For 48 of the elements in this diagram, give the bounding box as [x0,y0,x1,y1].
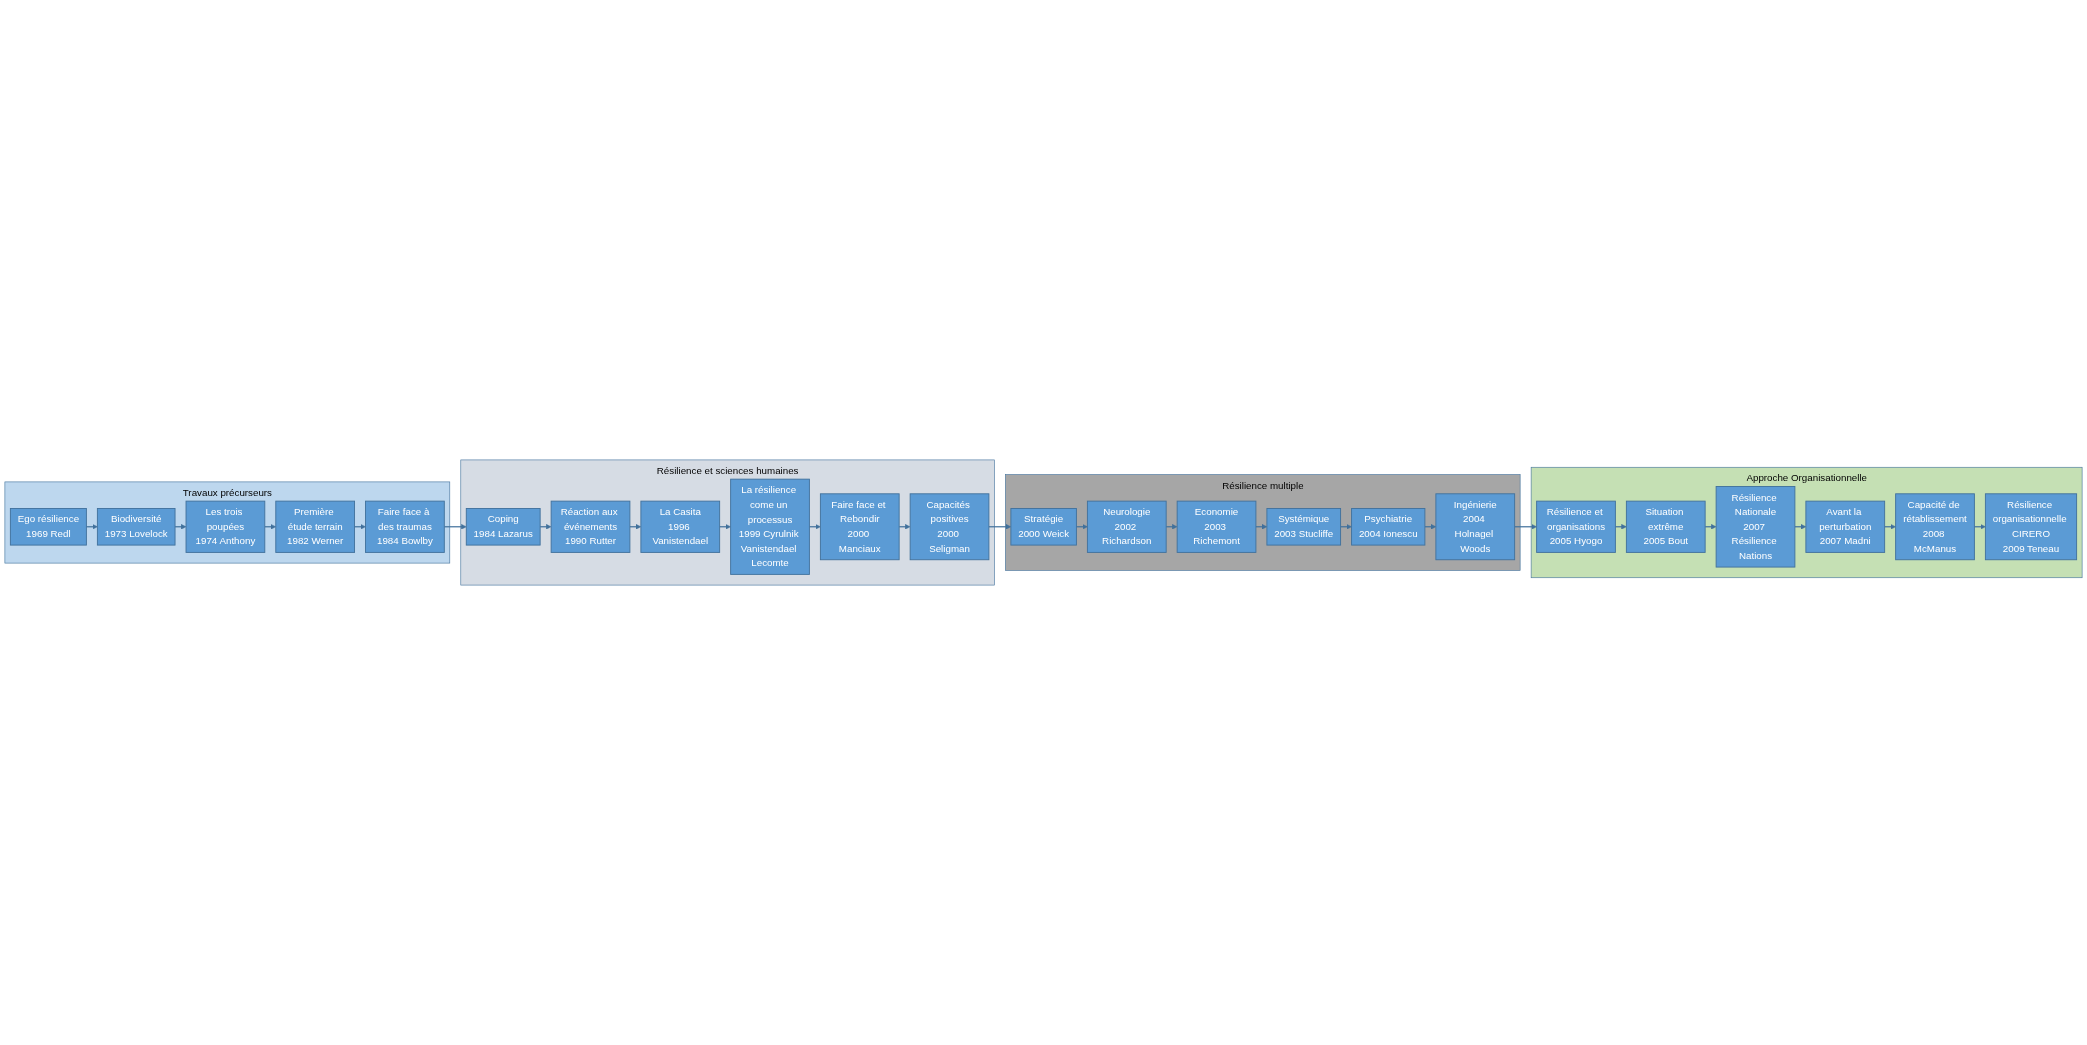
arrow [539,524,552,530]
node-box [1536,500,1616,553]
arrow [1514,524,1537,530]
arrow [1884,524,1896,530]
node-box [1010,508,1077,546]
node-box [1266,508,1342,546]
arrow [1704,524,1717,530]
node-box [819,493,900,561]
arrow [1424,524,1437,530]
node-box [9,508,87,546]
arrow [85,524,98,530]
node-box [275,500,355,553]
node-box [365,500,445,553]
node-box [1176,500,1257,553]
cluster [4,481,451,564]
node-box [465,508,541,546]
node-box [96,508,176,546]
cluster [1005,474,1521,571]
arrow [808,524,821,530]
node-box [640,500,721,553]
arrow [264,524,277,530]
node-box [1351,508,1426,546]
node-box [1805,500,1886,553]
cluster [1530,466,2083,579]
arrow [443,524,467,530]
node-box [1895,493,1975,561]
arrow [353,524,366,530]
arrow [1165,524,1178,530]
node-box [185,500,266,553]
node-box [730,478,810,575]
arrow [898,524,911,530]
node-box [1435,493,1516,561]
arrow [174,524,187,530]
arrow [988,524,1012,530]
arrow [629,524,642,530]
arrow [1614,524,1627,530]
cluster [460,459,995,586]
arrow [1339,524,1352,530]
arrow [719,524,731,530]
arrow [1973,524,1986,530]
node-box [1086,500,1167,553]
node-box [550,500,631,553]
node-box [909,493,990,561]
arrow [1075,524,1088,530]
node-box [1625,500,1706,553]
arrow [1794,524,1807,530]
node-box [1984,493,2078,561]
node-box [1715,486,1796,568]
